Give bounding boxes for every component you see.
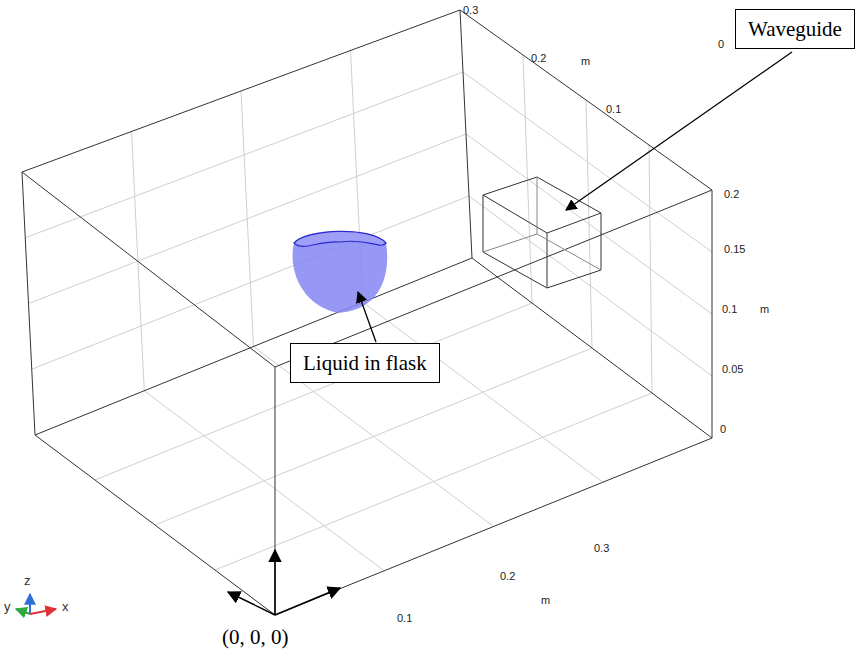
grid-line <box>463 72 712 252</box>
tick-label: 0.1 <box>397 612 412 625</box>
liquid-body <box>293 231 388 313</box>
tick-label: 0 <box>720 423 726 436</box>
tick-label: 0.15 <box>724 243 745 256</box>
box-edge <box>35 258 472 435</box>
tick-label: 0.2 <box>724 188 739 201</box>
tick-label: 0.3 <box>463 4 478 17</box>
axis-triad <box>16 594 56 614</box>
box-edge <box>35 435 275 615</box>
origin-label: (0, 0, 0) <box>222 625 289 649</box>
box-edge <box>22 172 275 367</box>
grid-line <box>25 72 463 238</box>
box-edge <box>275 190 712 367</box>
waveguide-side <box>547 213 601 288</box>
callout-label: Waveguide <box>748 17 842 41</box>
box-edge <box>460 10 472 258</box>
axis-arrow <box>274 550 276 615</box>
waveguide-hidden <box>483 177 601 270</box>
tick-label: m <box>541 594 550 607</box>
triad-x <box>30 609 56 614</box>
box-edge <box>472 258 712 438</box>
grid-line <box>95 303 532 480</box>
tick-label: 0.05 <box>722 363 743 376</box>
tick-label: 0.2 <box>500 570 515 583</box>
axis-name: y <box>4 600 11 613</box>
box-edge <box>22 10 460 172</box>
waveguide-box <box>483 177 601 288</box>
tick-label: 0.1 <box>606 103 621 116</box>
tick-label: 0.3 <box>594 542 609 555</box>
box-edge <box>22 172 35 435</box>
liquid-surface <box>294 231 386 246</box>
grid-line <box>155 348 592 525</box>
callout-box: Waveguide <box>735 9 855 49</box>
leader-arrow <box>566 52 792 210</box>
tick-label: 0.2 <box>531 52 546 65</box>
grid-lines <box>25 51 712 571</box>
triad-y <box>16 609 30 614</box>
domain-box <box>22 10 712 615</box>
tick-label: 0 <box>718 38 724 51</box>
axis-arrow <box>275 588 340 615</box>
origin-axes <box>228 550 340 615</box>
triad-z <box>29 594 31 614</box>
leader-arrows <box>358 52 792 342</box>
callout-box: Liquid in flask <box>290 343 440 383</box>
box-edge <box>460 10 712 190</box>
grid-line <box>29 134 467 304</box>
flask-liquid <box>293 231 388 313</box>
axis-name: x <box>62 600 69 613</box>
box-edge <box>712 190 713 438</box>
callout-label: Liquid in flask <box>303 351 427 375</box>
tick-label: 0.1 <box>722 303 737 316</box>
axis-arrow <box>228 592 275 615</box>
tick-label: m <box>581 55 590 68</box>
waveguide-top <box>483 177 601 233</box>
tick-label: m <box>760 303 769 316</box>
grid-line <box>466 134 712 314</box>
leader-arrow <box>358 292 376 342</box>
axis-name: z <box>24 574 31 587</box>
box-edge <box>275 438 712 615</box>
box-edge <box>275 367 276 615</box>
